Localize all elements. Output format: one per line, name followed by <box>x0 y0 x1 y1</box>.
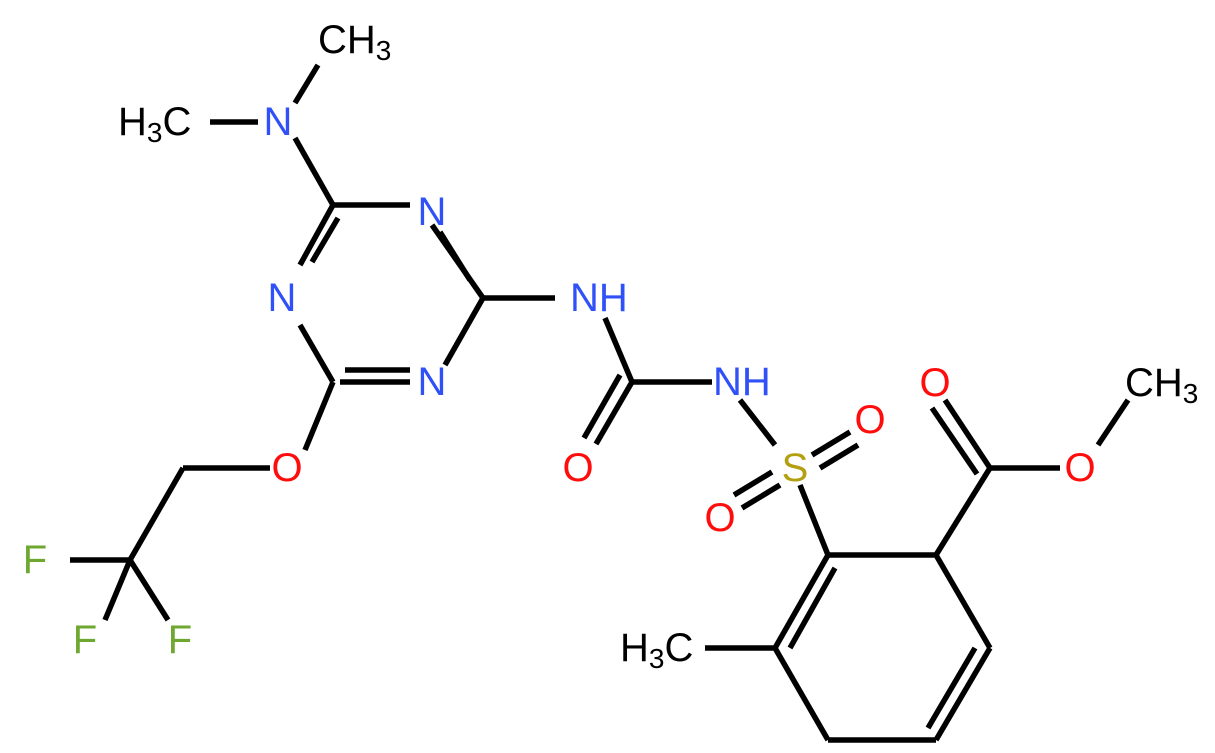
atom-o-urea: O <box>562 446 593 490</box>
atom-n-ring-left: N <box>268 276 297 320</box>
atom-o-ether: O <box>271 446 302 490</box>
bond-ring-2-inner <box>437 230 473 282</box>
bond-ring-3 <box>442 296 486 367</box>
atom-nh-1: NH <box>570 276 628 320</box>
atom-n-ring-top: N <box>418 190 447 234</box>
bond-benz-6-inner <box>787 566 838 650</box>
bond-n-ring-c <box>292 136 336 207</box>
atom-o-ester: O <box>1064 446 1095 490</box>
bond-o-ch3-ester <box>1095 398 1131 447</box>
bond-ring-o <box>302 380 336 452</box>
bond-so-2a <box>740 482 782 511</box>
atom-n-ring-bottom: N <box>418 360 447 404</box>
bond-so-1b <box>818 442 860 471</box>
bond-ring-5 <box>297 323 336 384</box>
bond-c-o-double-1 <box>942 398 993 470</box>
atom-o-sulfonyl-1: O <box>854 398 885 442</box>
atom-nh-2: NH <box>713 360 771 404</box>
bond-aryl-c-ester <box>933 466 993 557</box>
bond-nh-s <box>737 398 778 447</box>
atom-o-sulfonyl-2: O <box>704 496 735 540</box>
bond-ring-6 <box>297 203 336 267</box>
bond-ch2-cf3 <box>127 466 186 562</box>
bond-c-f2 <box>102 558 133 622</box>
bond-so-1a <box>810 429 852 458</box>
bond-ring-6-inner <box>309 216 341 264</box>
atom-ch3-top: CH3 <box>318 18 391 66</box>
bond-benz-2 <box>933 553 993 650</box>
bond-n-ch3-top <box>292 63 321 105</box>
bond-benz-3 <box>933 646 993 742</box>
atom-ch3-ester: CH3 <box>1125 361 1198 409</box>
atom-n-dimethyl: N <box>264 100 293 144</box>
atom-h3c-aryl: H3C <box>620 626 693 674</box>
bond-benz-5 <box>772 646 831 742</box>
atom-o-carbonyl: O <box>919 361 950 405</box>
atom-f-3: F <box>168 618 192 662</box>
atom-f-1: F <box>23 538 47 582</box>
bond-co-1 <box>593 380 635 446</box>
bond-co-2 <box>581 373 623 440</box>
bond-s-aryl <box>797 483 831 557</box>
bonds <box>70 63 1131 743</box>
atom-h3c-left: H3C <box>118 100 191 148</box>
atom-s-sulfonyl: S <box>782 446 809 490</box>
bond-c-f3 <box>127 558 171 622</box>
bond-c-o-double-2 <box>929 406 980 476</box>
atom-f-2: F <box>73 618 97 662</box>
bond-nh-c-urea <box>602 316 635 384</box>
bond-so-2b <box>732 469 774 498</box>
bond-benz-6 <box>772 553 831 650</box>
bond-benz-3-inner <box>925 646 978 730</box>
